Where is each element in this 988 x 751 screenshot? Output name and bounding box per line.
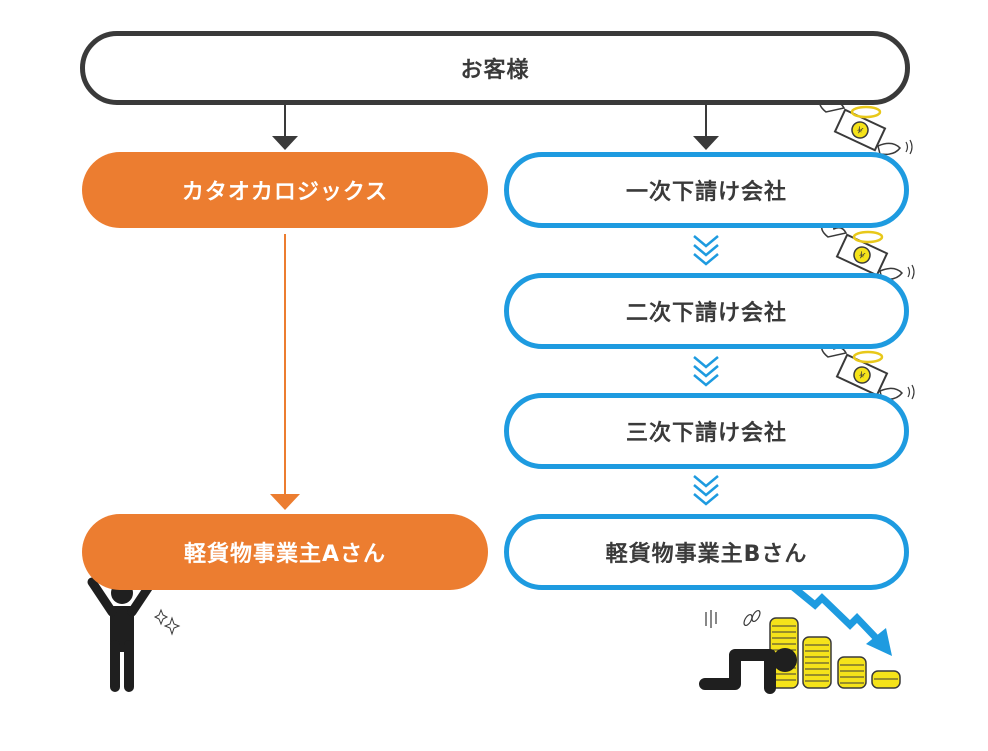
- chevron-down-icon: [693, 356, 719, 387]
- chevron-down-icon: [693, 235, 719, 266]
- driver-a-node: 軽貨物事業主Aさん: [82, 514, 488, 590]
- chevron-down-icon: [693, 475, 719, 506]
- flying-money-icon: ¥: [821, 221, 915, 304]
- happy-person-icon: [87, 577, 157, 692]
- driver-a-label: 軽貨物事業主Aさん: [183, 542, 387, 567]
- tertiary-subcontractor-label: 三次下請け会社: [625, 421, 787, 446]
- driver-b-label: 軽貨物事業主Bさん: [605, 542, 808, 567]
- primary-subcontractor-label: 一次下請け会社: [625, 180, 787, 205]
- arrow-top-to-right: [693, 105, 719, 150]
- secondary-subcontractor-label: 二次下請け会社: [625, 301, 787, 326]
- svg-text:¥: ¥: [857, 371, 867, 383]
- arrow-top-to-left: [272, 105, 298, 150]
- tertiary-subcontractor-node: 三次下請け会社: [504, 393, 909, 469]
- svg-text:¥: ¥: [857, 251, 867, 263]
- coin-lines: [772, 625, 898, 684]
- flying-money-icon: ¥: [821, 341, 915, 424]
- despair-person-icon: [699, 648, 797, 694]
- decline-arrow-icon: [779, 575, 892, 656]
- kataoka-logix-node: カタオカロジックス: [82, 152, 488, 228]
- kataoka-logix-label: カタオカロジックス: [181, 180, 389, 205]
- sparkle-icon: [153, 608, 181, 636]
- svg-text:¥: ¥: [855, 126, 865, 138]
- customer-node: お客様: [80, 31, 910, 105]
- shock-lines-icon: [705, 609, 761, 628]
- driver-b-node: 軽貨物事業主Bさん: [504, 514, 909, 590]
- primary-subcontractor-node: 一次下請け会社: [504, 152, 909, 228]
- customer-label: お客様: [460, 58, 530, 83]
- secondary-subcontractor-node: 二次下請け会社: [504, 273, 909, 349]
- arrow-direct-orange: [270, 234, 300, 510]
